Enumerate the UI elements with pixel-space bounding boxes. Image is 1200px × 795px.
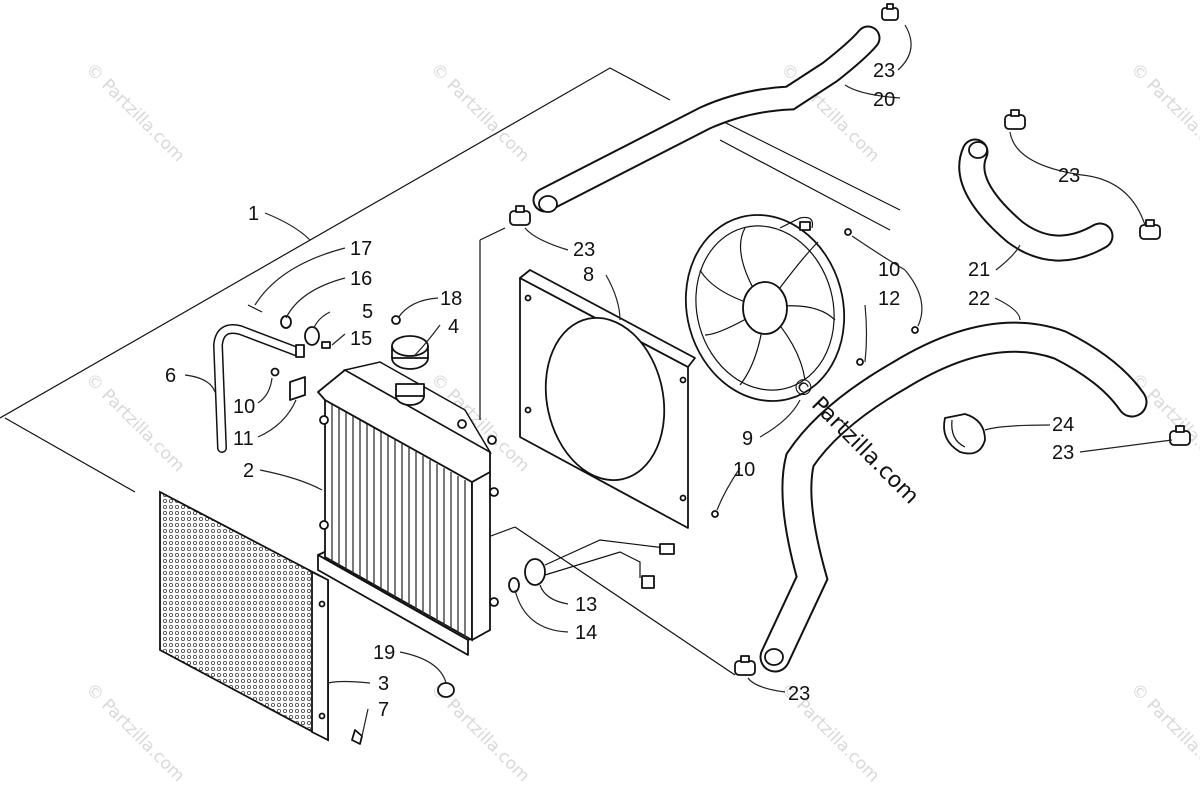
watermark-text: © Partzilla.com [426, 59, 533, 166]
callout-23: 23 [1058, 165, 1080, 187]
hose-clamp [1004, 109, 1026, 130]
callout-10: 10 [233, 396, 255, 418]
hose-clamp [509, 205, 531, 226]
callout-23: 23 [1052, 442, 1074, 464]
callout-9: 9 [742, 428, 753, 450]
hose-clamp [1169, 425, 1191, 446]
drain-plug [437, 682, 455, 698]
callout-23: 23 [788, 683, 810, 705]
hose-clip [943, 413, 986, 455]
callout-15: 15 [350, 328, 372, 350]
callout-12: 12 [878, 288, 900, 310]
callout-16: 16 [350, 268, 372, 290]
callout-10: 10 [733, 459, 755, 481]
radiator [317, 361, 499, 656]
assembly-reference-lines [0, 67, 901, 676]
bracket-and-screw [270, 228, 919, 518]
radiator-cap [391, 335, 429, 370]
callout-21: 21 [968, 259, 990, 281]
callout-labels: 1 2 3 4 5 6 7 8 9 10 10 10 11 12 13 14 1… [165, 60, 1080, 721]
radiator-core-fins [331, 404, 466, 637]
callout-6: 6 [165, 365, 176, 387]
callout-14: 14 [575, 622, 597, 644]
small-hose [958, 138, 1114, 262]
callout-1: 1 [248, 203, 259, 225]
callout-18: 18 [440, 288, 462, 310]
callout-23: 23 [573, 239, 595, 261]
callout-19: 19 [373, 642, 395, 664]
upper-hose [532, 25, 881, 213]
fan-switch-wiring [508, 539, 675, 593]
overflow-hose [212, 304, 401, 453]
callout-17: 17 [350, 238, 372, 260]
callout-10: 10 [878, 259, 900, 281]
watermark-text: © Partzilla.com [81, 59, 188, 166]
callout-20: 20 [873, 89, 895, 111]
fan-shroud [519, 269, 696, 529]
watermark-text: © Partzilla.com [1126, 59, 1200, 166]
hose-clamp [881, 3, 899, 21]
hose-clamp [1139, 219, 1161, 240]
hose-clamps [509, 3, 1191, 676]
cooling-fan [684, 214, 864, 402]
lower-hose [759, 321, 1148, 673]
hose-clamp [734, 655, 756, 676]
watermark-text: © Partzilla.com [1126, 679, 1200, 786]
callout-leaders [184, 24, 1173, 737]
callout-3: 3 [378, 673, 389, 695]
callout-11: 11 [233, 428, 254, 450]
callout-7: 7 [378, 699, 389, 721]
callout-4: 4 [448, 316, 459, 338]
callout-22: 22 [968, 288, 990, 310]
callout-23: 23 [873, 60, 895, 82]
watermark-text: © Partzilla.com [81, 679, 188, 786]
callout-2: 2 [243, 460, 254, 482]
callout-5: 5 [362, 301, 373, 323]
callout-8: 8 [583, 264, 594, 286]
callout-24: 24 [1052, 414, 1074, 436]
callout-13: 13 [575, 594, 597, 616]
radiator-screen [159, 490, 363, 745]
